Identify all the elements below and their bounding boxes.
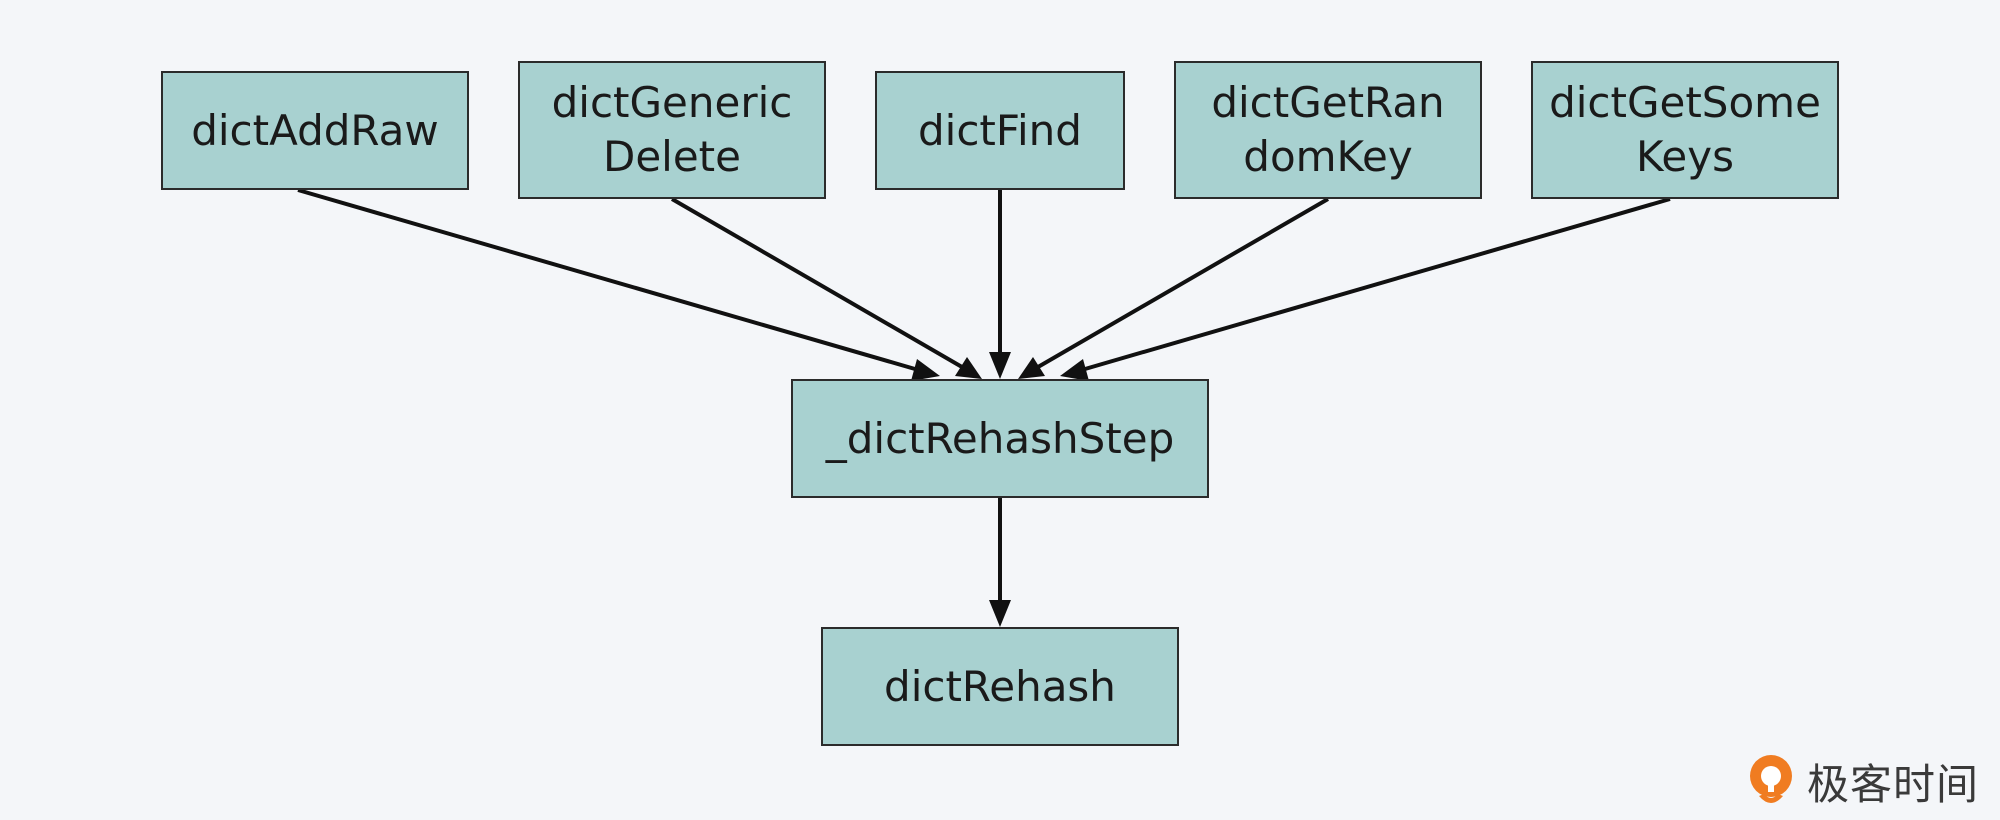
- node-dictgetrandomkey: dictGetRan domKey: [1174, 61, 1482, 199]
- edge-dictgetrandomkey-to-rehashstep: [1036, 197, 1330, 369]
- arrowhead-dictfind: [989, 352, 1011, 379]
- node-label-dictgetrandomkey: dictGetRan domKey: [1211, 78, 1445, 181]
- node-dictaddraw: dictAddRaw: [161, 71, 469, 190]
- arrowhead-dictgetsomekeys: [1060, 359, 1089, 381]
- geektime-logo: 极客时间: [1745, 752, 1979, 810]
- arrowhead-dictgetrandomkey: [1018, 357, 1045, 379]
- arrowhead-dictgenericdelete: [955, 357, 982, 379]
- node-label-dictgenericdelete: dictGeneric Delete: [551, 78, 793, 181]
- node-label-dictgetsomekeys: dictGetSome Keys: [1549, 78, 1821, 181]
- geektime-logo-icon: [1750, 755, 1792, 803]
- node-dictgetsomekeys: dictGetSome Keys: [1531, 61, 1839, 199]
- node-dictrehash: dictRehash: [821, 627, 1179, 746]
- arrowhead-dictrehash: [989, 600, 1011, 627]
- arrowhead-dictaddraw: [911, 359, 940, 381]
- edge-dictgenericdelete-to-rehashstep: [670, 197, 964, 369]
- node-dictrehashstep: _dictRehashStep: [791, 379, 1209, 498]
- node-label-dictrehash: dictRehash: [884, 661, 1116, 711]
- node-label-dictfind: dictFind: [918, 105, 1082, 155]
- node-label-dictaddraw: dictAddRaw: [191, 105, 439, 155]
- node-dictgenericdelete: dictGeneric Delete: [518, 61, 826, 199]
- node-dictfind: dictFind: [875, 71, 1125, 190]
- node-label-dictrehashstep: _dictRehashStep: [825, 413, 1175, 463]
- edge-dictgetsomekeys-to-rehashstep: [1084, 197, 1671, 371]
- edge-dictaddraw-to-rehashstep: [297, 188, 916, 371]
- geektime-logo-text: 极客时间: [1807, 759, 1980, 809]
